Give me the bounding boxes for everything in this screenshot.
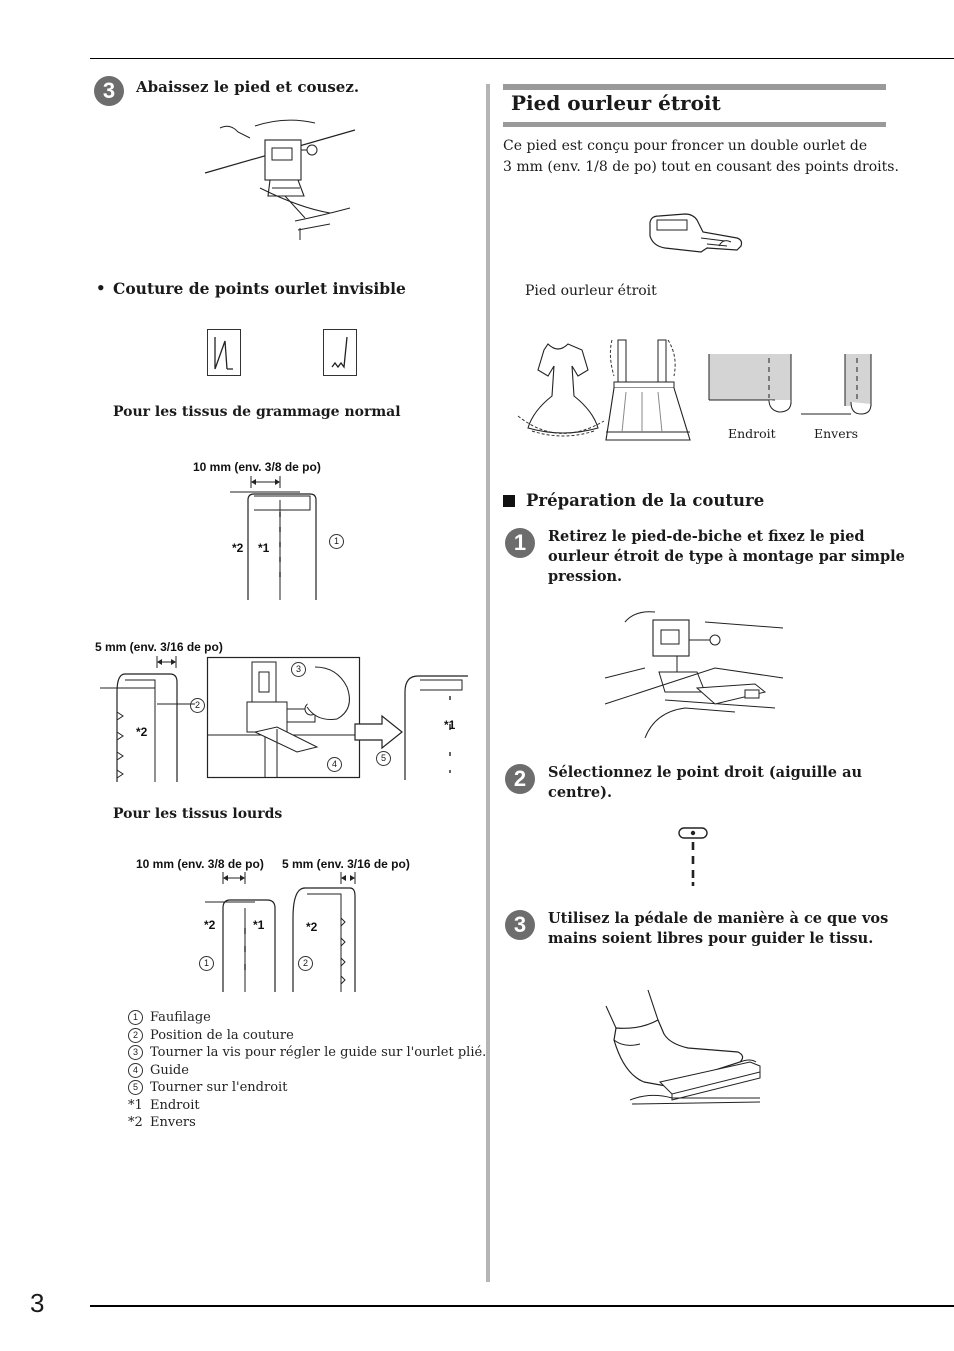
label-envers: *2: [232, 541, 244, 555]
turn-right-side-arrow: [354, 714, 403, 750]
guide-adjustment-illustration: [206, 656, 361, 779]
step-3-text-line-1: Utilisez la pédale de manière à ce que v…: [548, 910, 889, 927]
narrow-hemmer-foot-illustration: [649, 213, 743, 253]
intro-line-2: 3 mm (env. 1/8 de po) tout en cousant de…: [503, 159, 899, 175]
step-1-text-line-3: pression.: [548, 568, 623, 585]
normal-fabric-heading: Pour les tissus de grammage normal: [113, 404, 401, 420]
callout-3: 3: [291, 661, 314, 679]
label-envers-4: *2: [306, 920, 318, 934]
intro-line-1: Ce pied est conçu pour froncer un double…: [503, 138, 868, 154]
step-1-text-line-2: ourleur étroit de type à montage par sim…: [548, 548, 905, 565]
step-2-badge: 2: [505, 764, 535, 794]
bullet-marker: •: [96, 279, 106, 297]
callout-1-heavy: 1: [199, 955, 222, 973]
top-rule: [90, 58, 954, 59]
label-envers-2: *2: [136, 725, 148, 739]
step-1-badge: 1: [505, 528, 535, 558]
presser-foot-lowered-illustration: [204, 119, 356, 240]
hem-endroit-envers-illustration: [708, 354, 872, 415]
step-3-badge: 3: [505, 910, 535, 940]
section-title-bar-bottom: [503, 122, 886, 127]
heavy-fabric-heading: Pour les tissus lourds: [113, 806, 283, 822]
preparation-heading: Préparation de la couture: [526, 491, 765, 510]
right-side-result-diagram: [404, 675, 468, 780]
dimension-10mm-label: 10 mm (env. 3/8 de po): [193, 460, 321, 474]
label-endroit-3: *1: [253, 918, 265, 932]
section-title: Pied ourleur étroit: [511, 91, 721, 115]
section-title-bar-top: [503, 84, 886, 90]
dimension-10mm-label-heavy: 10 mm (env. 3/8 de po): [136, 857, 264, 871]
page-number: 3: [30, 1288, 45, 1318]
step-3-text-line-2: mains soient libres pour guider le tissu…: [548, 930, 874, 947]
label-endroit-2: *1: [444, 718, 456, 732]
garment-examples-illustration: [517, 339, 691, 441]
dimension-5mm-label: 5 mm (env. 3/16 de po): [95, 640, 223, 654]
fold-with-seam-position-diagram: [100, 656, 195, 782]
callout-1: 1: [329, 533, 352, 551]
callout-2: 2: [190, 697, 213, 715]
step-number-badge: 3: [94, 76, 124, 106]
step-2-text-line-1: Sélectionnez le point droit (aiguille au: [548, 764, 863, 781]
callout-2-heavy: 2: [298, 955, 321, 973]
bottom-rule: [90, 1305, 954, 1307]
dimension-5mm-label-heavy: 5 mm (env. 3/16 de po): [282, 857, 410, 871]
step-2-text-line-2: centre).: [548, 784, 613, 801]
blind-hem-stitch-icon: [207, 329, 241, 376]
attach-foot-illustration: [604, 611, 784, 739]
step-1-text-line-1: Retirez le pied-de-biche et fixez le pie…: [548, 528, 865, 545]
step-label: Abaissez le pied et cousez.: [136, 78, 360, 96]
label-envers-right: Envers: [814, 426, 859, 441]
heavy-fabric-fold-diagrams: [205, 872, 356, 992]
column-divider: [486, 84, 490, 1282]
label-endroit-right: Endroit: [728, 426, 776, 441]
callout-5: 5: [376, 750, 399, 768]
square-bullet-icon: [503, 495, 515, 507]
foot-controller-illustration: [605, 989, 761, 1105]
label-endroit: *1: [258, 541, 270, 555]
callout-4: 4: [327, 756, 350, 774]
straight-stitch-center-icon: [678, 827, 708, 886]
blind-hem-heading: Couture de points ourlet invisible: [113, 279, 406, 298]
foot-caption: Pied ourleur étroit: [525, 283, 657, 299]
elastic-blind-hem-stitch-icon: [323, 329, 357, 376]
label-envers-3: *2: [204, 918, 216, 932]
normal-fabric-fold-diagram: [230, 476, 317, 600]
